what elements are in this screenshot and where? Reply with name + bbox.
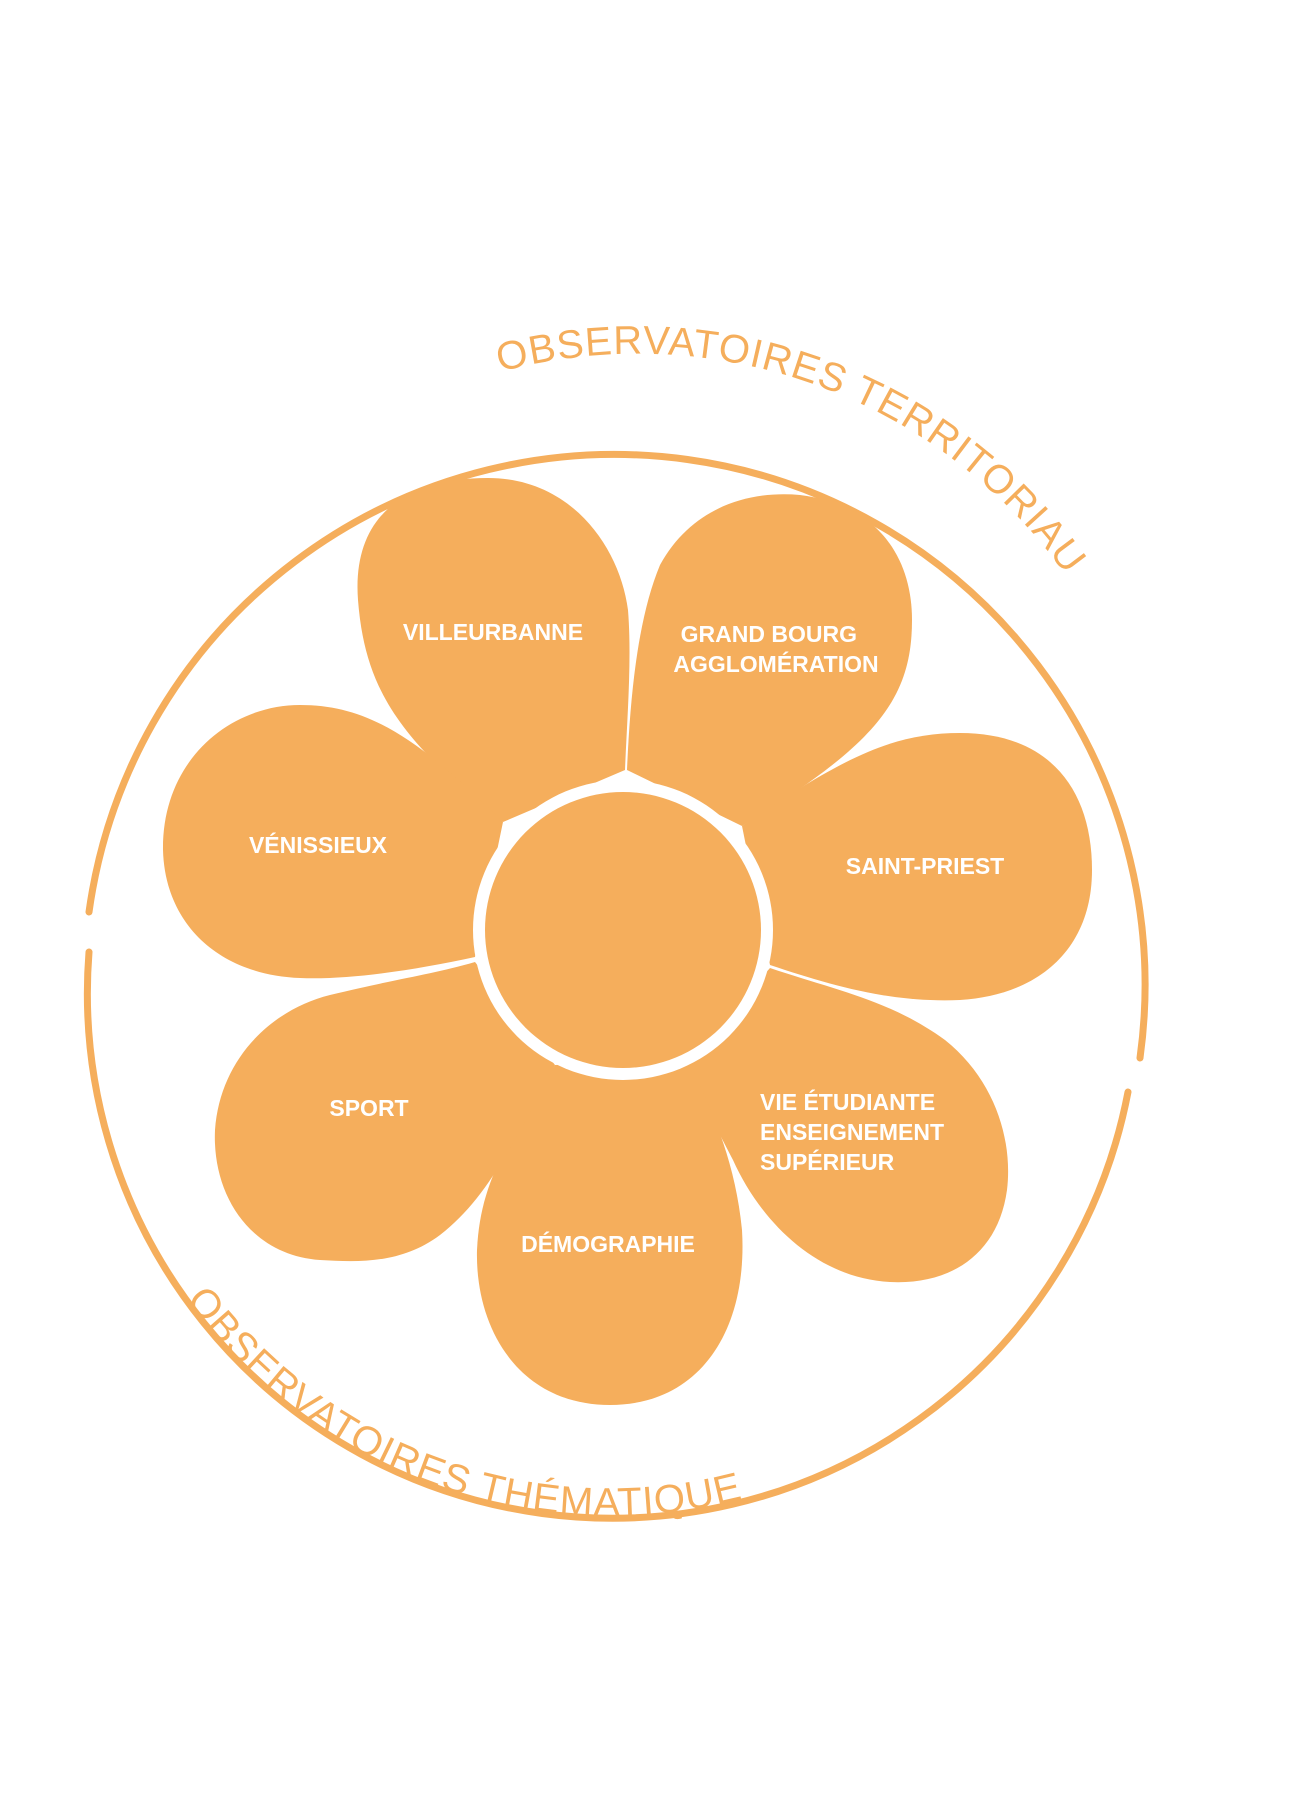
petal-vie-etudiante-line-3: SUPÉRIEUR: [760, 1148, 895, 1175]
petal-sport-shape: [214, 962, 555, 1262]
petal-sport-label: SPORT: [329, 1095, 408, 1121]
petal-demographie-shape: [476, 1060, 743, 1405]
petal-demographie-line-1: DÉMOGRAPHIE: [521, 1230, 695, 1257]
flower-center: [473, 780, 773, 1080]
petal-vie-etudiante-label: VIE ÉTUDIANTE ENSEIGNEMENT SUPÉRIEUR: [760, 1088, 950, 1175]
petal-grand-bourg-shape: [627, 494, 912, 826]
petal-venissieux-line-1: VÉNISSIEUX: [249, 831, 388, 858]
petal-venissieux-label: VÉNISSIEUX: [249, 831, 388, 858]
outer-ring-arc-bottom: [83, 948, 1132, 1522]
petal-saint-priest-line-1: SAINT-PRIEST: [846, 853, 1004, 879]
petal-demographie-label: DÉMOGRAPHIE: [521, 1230, 695, 1257]
petal-sport-line-1: SPORT: [329, 1095, 408, 1121]
petal-grand-bourg-line-1: GRAND BOURG: [681, 621, 857, 647]
petal-vie-etudiante-line-1: VIE ÉTUDIANTE: [760, 1088, 935, 1115]
petal-villeurbanne-line-1: VILLEURBANNE: [403, 619, 583, 645]
petal-grand-bourg[interactable]: GRAND BOURG AGGLOMÉRATION: [627, 494, 912, 826]
petal-vie-etudiante[interactable]: VIE ÉTUDIANTE ENSEIGNEMENT SUPÉRIEUR: [688, 968, 1009, 1283]
flower-center-disc: [485, 792, 761, 1068]
outer-ring: [83, 450, 1149, 1522]
outer-ring-arc-top: [85, 450, 1149, 1062]
petal-villeurbanne-label: VILLEURBANNE: [403, 619, 583, 645]
petal-vie-etudiante-shape: [688, 968, 1009, 1283]
petal-saint-priest-shape: [742, 733, 1092, 1001]
petal-vie-etudiante-line-2: ENSEIGNEMENT: [760, 1119, 944, 1145]
petal-venissieux[interactable]: VÉNISSIEUX: [162, 705, 503, 979]
petal-saint-priest-label: SAINT-PRIEST: [846, 853, 1004, 879]
petal-saint-priest[interactable]: SAINT-PRIEST: [742, 733, 1092, 1001]
petal-grand-bourg-label: GRAND BOURG AGGLOMÉRATION: [673, 621, 878, 677]
petal-demographie[interactable]: DÉMOGRAPHIE: [476, 1060, 743, 1405]
petal-venissieux-shape: [162, 705, 503, 979]
petal-villeurbanne-shape: [357, 478, 630, 822]
petal-sport[interactable]: SPORT: [214, 962, 555, 1262]
petal-villeurbanne[interactable]: VILLEURBANNE: [357, 478, 630, 822]
petal-grand-bourg-line-2: AGGLOMÉRATION: [673, 650, 878, 677]
